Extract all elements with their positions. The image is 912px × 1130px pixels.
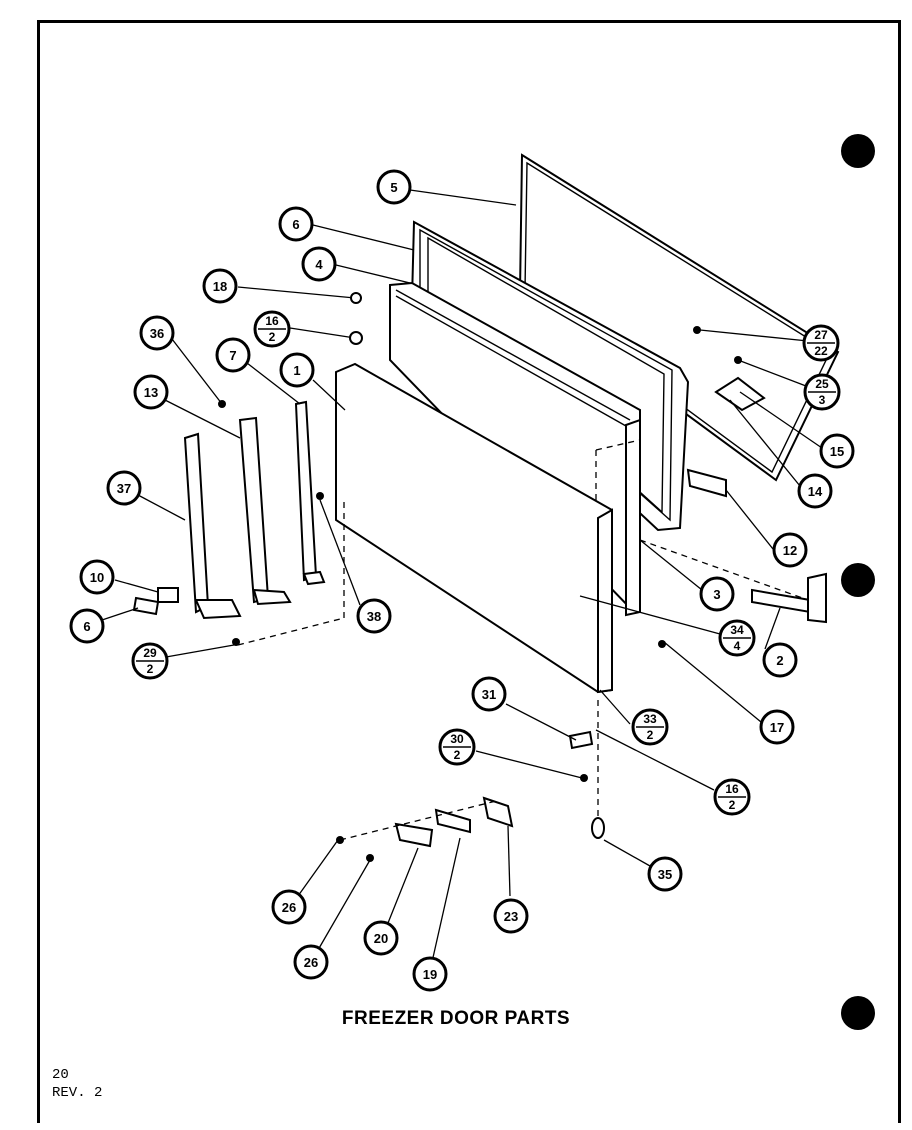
- svg-text:2: 2: [647, 728, 654, 742]
- callout-5: 5: [376, 169, 412, 205]
- binder-hole-bottom: [841, 996, 875, 1030]
- svg-text:19: 19: [423, 967, 437, 982]
- callout-23: 23: [493, 898, 529, 934]
- callout-6-top: 6: [278, 206, 314, 242]
- page-footer: 20 REV. 2: [52, 1066, 102, 1102]
- svg-text:38: 38: [367, 609, 381, 624]
- page-number: 20: [52, 1067, 69, 1083]
- svg-text:34: 34: [730, 623, 744, 637]
- callout-2: 2: [762, 642, 798, 678]
- svg-text:13: 13: [144, 385, 158, 400]
- svg-text:37: 37: [117, 481, 131, 496]
- callout-14: 14: [797, 473, 833, 509]
- svg-text:10: 10: [90, 570, 104, 585]
- binder-hole-middle: [841, 563, 875, 597]
- svg-text:14: 14: [808, 484, 823, 499]
- svg-text:22: 22: [814, 344, 828, 358]
- callout-7: 7: [215, 337, 251, 373]
- callout-10: 10: [79, 559, 115, 595]
- svg-text:18: 18: [213, 279, 227, 294]
- callout-36: 36: [139, 315, 175, 351]
- bottom-hinge-drawing: [394, 730, 605, 848]
- svg-text:20: 20: [374, 931, 388, 946]
- svg-text:5: 5: [390, 180, 397, 195]
- svg-text:33: 33: [643, 712, 657, 726]
- fasteners: [218, 292, 742, 862]
- diagram-title: FREEZER DOOR PARTS: [341, 1008, 571, 1029]
- svg-text:1: 1: [293, 363, 300, 378]
- revision-label: REV. 2: [52, 1085, 103, 1101]
- svg-text:26: 26: [304, 955, 318, 970]
- callout-38: 38: [356, 598, 392, 634]
- callout-35: 35: [647, 856, 683, 892]
- callout-16-over-2-bottom: 162: [713, 778, 751, 816]
- svg-text:30: 30: [450, 732, 464, 746]
- callout-13: 13: [133, 374, 169, 410]
- callout-34-over-4: 344: [718, 619, 756, 657]
- svg-text:7: 7: [229, 348, 236, 363]
- leader-lines: [101, 189, 823, 963]
- svg-text:12: 12: [783, 543, 797, 558]
- callout-16-over-2-top: 162: [253, 310, 291, 348]
- svg-text:16: 16: [265, 314, 279, 328]
- callout-19: 19: [412, 956, 448, 992]
- callout-6-bottom: 6: [69, 608, 105, 644]
- svg-text:6: 6: [83, 619, 90, 634]
- binder-hole-top: [841, 134, 875, 168]
- svg-text:2: 2: [454, 748, 461, 762]
- left-brackets-drawing: [132, 400, 326, 620]
- callout-29-over-2: 292: [131, 642, 169, 680]
- callout-26-upper: 26: [271, 889, 307, 925]
- svg-text:26: 26: [282, 900, 296, 915]
- callout-31: 31: [471, 676, 507, 712]
- svg-text:15: 15: [830, 444, 844, 459]
- right-hardware-drawing: [686, 376, 827, 624]
- svg-text:25: 25: [815, 377, 829, 391]
- part-back-panel-drawing: [335, 153, 840, 694]
- svg-text:16: 16: [725, 782, 739, 796]
- svg-text:3: 3: [713, 587, 720, 602]
- svg-text:2: 2: [776, 653, 783, 668]
- callout-1: 1: [279, 352, 315, 388]
- svg-text:3: 3: [819, 393, 826, 407]
- svg-text:2: 2: [269, 330, 276, 344]
- svg-text:4: 4: [734, 639, 741, 653]
- svg-text:36: 36: [150, 326, 164, 341]
- callout-37: 37: [106, 470, 142, 506]
- callout-15: 15: [819, 433, 855, 469]
- svg-text:29: 29: [143, 646, 157, 660]
- svg-text:31: 31: [482, 687, 496, 702]
- svg-text:4: 4: [315, 257, 323, 272]
- callout-25-over-3: 253: [803, 373, 841, 411]
- callout-4: 4: [301, 246, 337, 282]
- svg-text:27: 27: [814, 328, 828, 342]
- svg-text:23: 23: [504, 909, 518, 924]
- svg-text:35: 35: [658, 867, 672, 882]
- svg-text:17: 17: [770, 720, 784, 735]
- callout-17: 17: [759, 709, 795, 745]
- callout-20: 20: [363, 920, 399, 956]
- callout-12: 12: [772, 532, 808, 568]
- page-border: [37, 20, 901, 1123]
- callout-18: 18: [202, 268, 238, 304]
- callout-33-over-2: 332: [631, 708, 669, 746]
- callout-3: 3: [699, 576, 735, 612]
- callout-30-over-2: 302: [438, 728, 476, 766]
- svg-text:2: 2: [729, 798, 736, 812]
- callout-26-lower: 26: [293, 944, 329, 980]
- svg-text:2: 2: [147, 662, 154, 676]
- svg-text:6: 6: [292, 217, 299, 232]
